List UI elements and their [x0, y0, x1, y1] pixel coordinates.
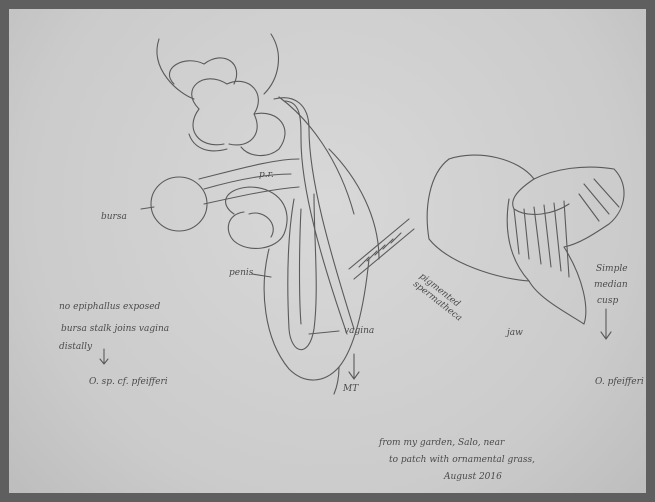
bursa-drawing — [151, 177, 207, 231]
note-line-1: no epiphallus exposed — [59, 302, 161, 312]
label-penis: penis — [229, 268, 254, 278]
note-line-2: bursa stalk joins vagina — [61, 324, 169, 334]
label-jaw: jaw — [505, 328, 523, 338]
vagina-drawing — [264, 149, 379, 394]
label-species-right: O. pfeifferi — [595, 377, 644, 387]
label-bursa: bursa — [101, 212, 127, 222]
label-vagina: vagina — [344, 326, 374, 336]
oviduct-drawing — [157, 34, 354, 334]
footnote-line-1: from my garden, Salo, near — [378, 438, 505, 448]
label-median: median — [594, 280, 628, 290]
label-species-left: O. sp. cf. pfeifferi — [89, 377, 168, 387]
spermatheca-drawing — [349, 219, 414, 279]
note-line-3: distally — [59, 342, 93, 352]
label-mt: MT — [342, 384, 359, 394]
label-cusp: cusp — [597, 296, 618, 306]
anatomy-sketch: bursa p.r. penis vagina MT jaw Simple me… — [9, 9, 646, 493]
sketch-paper: bursa p.r. penis vagina MT jaw Simple me… — [9, 9, 646, 493]
label-pr: p.r. — [259, 170, 274, 180]
footnote-line-2: to patch with ornamental grass, — [389, 455, 535, 465]
footnote-line-3: August 2016 — [443, 472, 502, 482]
label-simple: Simple — [596, 264, 628, 274]
